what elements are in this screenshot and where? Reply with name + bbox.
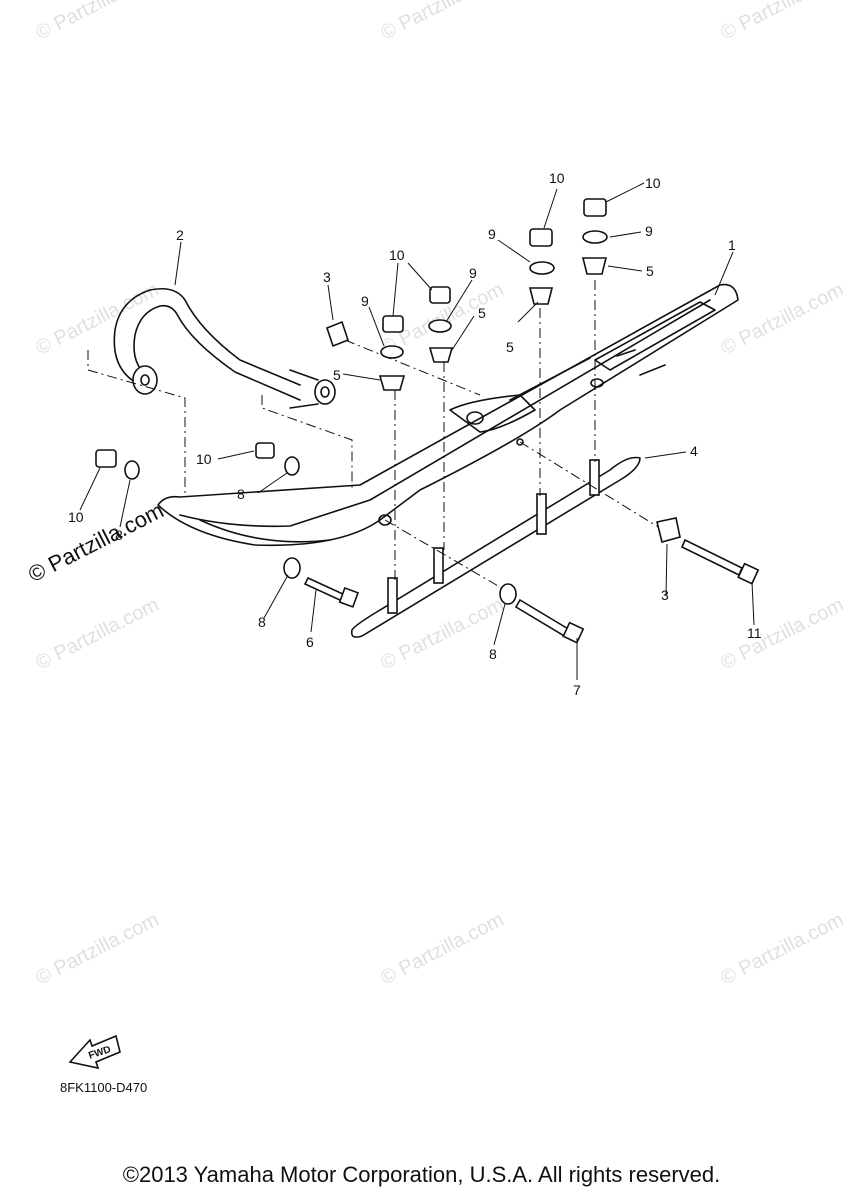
watermark: © Partzilla.com [717, 909, 843, 990]
watermark: © Partzilla.com [717, 594, 843, 675]
callout-9: 9 [361, 293, 369, 309]
callout-10: 10 [645, 175, 661, 191]
callout-5: 5 [646, 263, 654, 279]
watermark-group: © Partzilla.com © Partzilla.com © Partzi… [32, 0, 843, 989]
bushings [326, 320, 681, 543]
callout-5: 5 [333, 367, 341, 383]
fwd-arrow-icon: FWD [68, 1034, 121, 1070]
washers [380, 230, 608, 359]
callout-4: 4 [690, 443, 698, 459]
callout-3: 3 [661, 587, 669, 603]
callout-10: 10 [68, 509, 84, 525]
callout-7: 7 [573, 682, 581, 698]
callout-6: 6 [306, 634, 314, 650]
leader-lines [79, 182, 755, 680]
callout-8: 8 [115, 527, 123, 543]
callout-10: 10 [196, 451, 212, 467]
assembly-lines [87, 280, 661, 591]
callout-9: 9 [488, 226, 496, 242]
callout-3: 3 [323, 269, 331, 285]
callout-10: 10 [549, 170, 565, 186]
plain-washers [124, 456, 517, 605]
diagram-code: 8FK1100-D470 [60, 1080, 148, 1095]
watermark: © Partzilla.com [32, 0, 162, 44]
nuts [95, 198, 607, 468]
watermark: © Partzilla.com [32, 594, 162, 675]
callout-5: 5 [506, 339, 514, 355]
watermark: © Partzilla.com [717, 0, 843, 44]
copyright-notice: ©2013 Yamaha Motor Corporation, U.S.A. A… [122, 1162, 721, 1187]
callout-8: 8 [237, 486, 245, 502]
runner [350, 456, 641, 638]
watermark: © Partzilla.com [32, 279, 162, 360]
callout-8: 8 [258, 614, 266, 630]
callout-1: 1 [728, 237, 736, 253]
callout-2: 2 [176, 227, 184, 243]
ski-handle [113, 287, 336, 409]
watermark: © Partzilla.com [32, 909, 162, 990]
bolts [303, 538, 760, 644]
callout-9: 9 [645, 223, 653, 239]
ski-body [157, 283, 739, 547]
watermark: © Partzilla.com [377, 909, 507, 990]
callout-labels: 1 2 3 3 4 5 5 5 5 6 7 8 8 8 8 9 9 9 9 10… [68, 170, 762, 698]
callout-10: 10 [389, 247, 405, 263]
collars [378, 257, 608, 391]
callout-8: 8 [489, 646, 497, 662]
callout-9: 9 [469, 265, 477, 281]
callout-5: 5 [478, 305, 486, 321]
callout-11: 11 [747, 625, 762, 641]
watermark: © Partzilla.com [377, 0, 507, 44]
